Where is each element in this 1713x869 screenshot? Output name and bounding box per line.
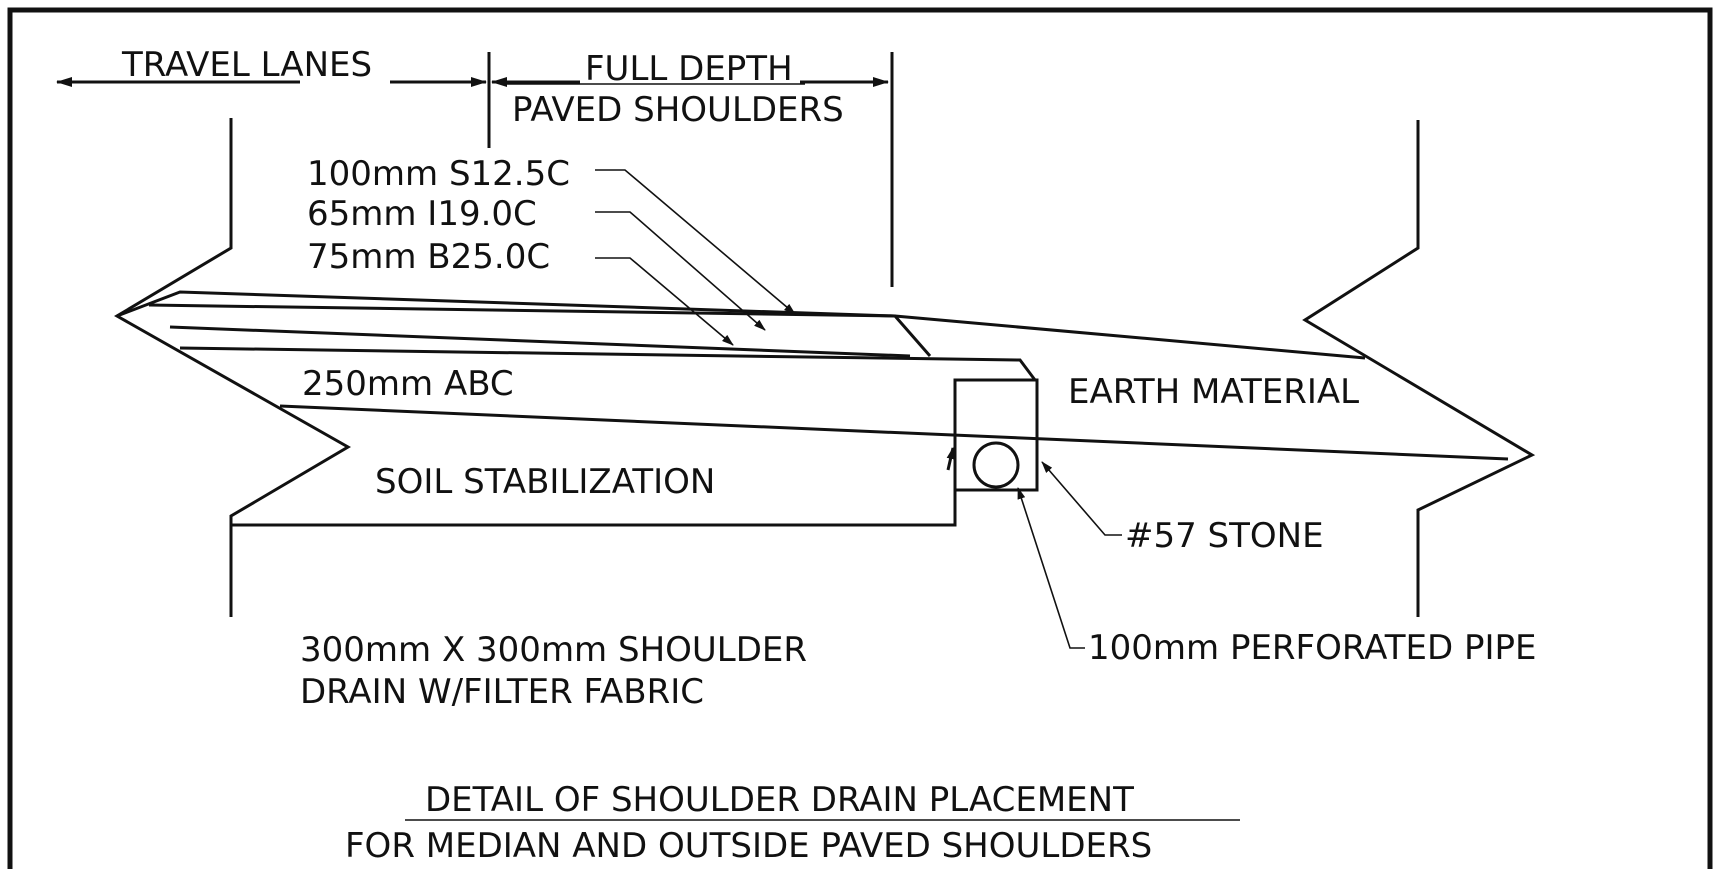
leader-lines (595, 169, 1122, 649)
intermediate-layer-label: 65mm I19.0C (307, 194, 537, 234)
drain-label-line2: DRAIN W/FILTER FABRIC (300, 672, 704, 712)
surface-line (116, 290, 1366, 360)
abc-bottom-line (279, 404, 1509, 461)
paved-shoulders-label: PAVED SHOULDERS (512, 90, 844, 130)
stone-label: #57 STONE (1125, 516, 1324, 556)
leader-base (595, 257, 734, 346)
detail-title-line1: DETAIL OF SHOULDER DRAIN PLACEMENT (425, 780, 1134, 820)
leader-pipe (1017, 487, 1085, 649)
leader-surface (595, 169, 796, 315)
leader-stone (1041, 461, 1122, 536)
right-break-line (1302, 120, 1536, 617)
shoulder-drain (946, 378, 1039, 492)
intermediate-line (148, 303, 932, 357)
base-line (169, 325, 911, 358)
pipe-label: 100mm PERFORATED PIPE (1088, 628, 1537, 668)
leader-intermediate (595, 211, 766, 331)
soil-stabilization-label: SOIL STABILIZATION (375, 462, 715, 502)
perforated-pipe (972, 441, 1020, 489)
base-layer-label: 75mm B25.0C (307, 237, 550, 277)
detail-title-line2: FOR MEDIAN AND OUTSIDE PAVED SHOULDERS (345, 826, 1152, 866)
dimension-lines (56, 52, 894, 287)
left-break-line (114, 118, 351, 617)
travel-lanes-label: TRAVEL LANES (121, 45, 372, 85)
surface-layer-label: 100mm S12.5C (307, 154, 570, 194)
fabric-arrow (946, 447, 955, 471)
drain-label-line1: 300mm X 300mm SHOULDER (300, 630, 807, 670)
full-depth-label: FULL DEPTH (585, 49, 793, 89)
abc-layer-label: 250mm ABC (302, 364, 514, 404)
abc-top-line (179, 346, 1037, 381)
drawing-border (7, 7, 1713, 869)
drain-trench (953, 378, 1039, 492)
earth-material-label: EARTH MATERIAL (1068, 372, 1359, 412)
